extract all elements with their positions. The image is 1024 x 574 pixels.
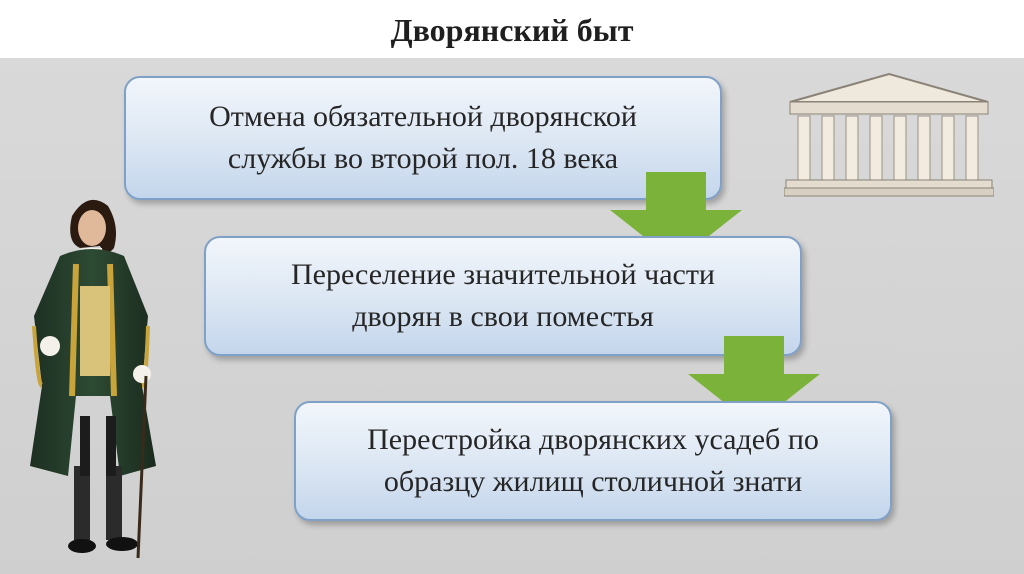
step-box-1: Отмена обязательной дворянской службы во…: [124, 76, 722, 200]
step-box-3: Перестройка дворянских усадеб по образцу…: [294, 401, 892, 521]
step-box-2: Переселение значительной части дворян в …: [204, 236, 802, 356]
slide-title: Дворянский быт: [390, 12, 634, 48]
nobleman-illustration: [30, 199, 156, 559]
step-text-1: Отмена обязательной дворянской службы во…: [209, 100, 637, 175]
down-arrow-icon: [610, 172, 742, 262]
step-text-2: Переселение значительной части дворян в …: [291, 258, 715, 333]
classical-temple-illustration: [784, 72, 994, 197]
step-text-3: Перестройка дворянских усадеб по образцу…: [367, 423, 819, 498]
down-arrow-icon: [688, 336, 820, 426]
